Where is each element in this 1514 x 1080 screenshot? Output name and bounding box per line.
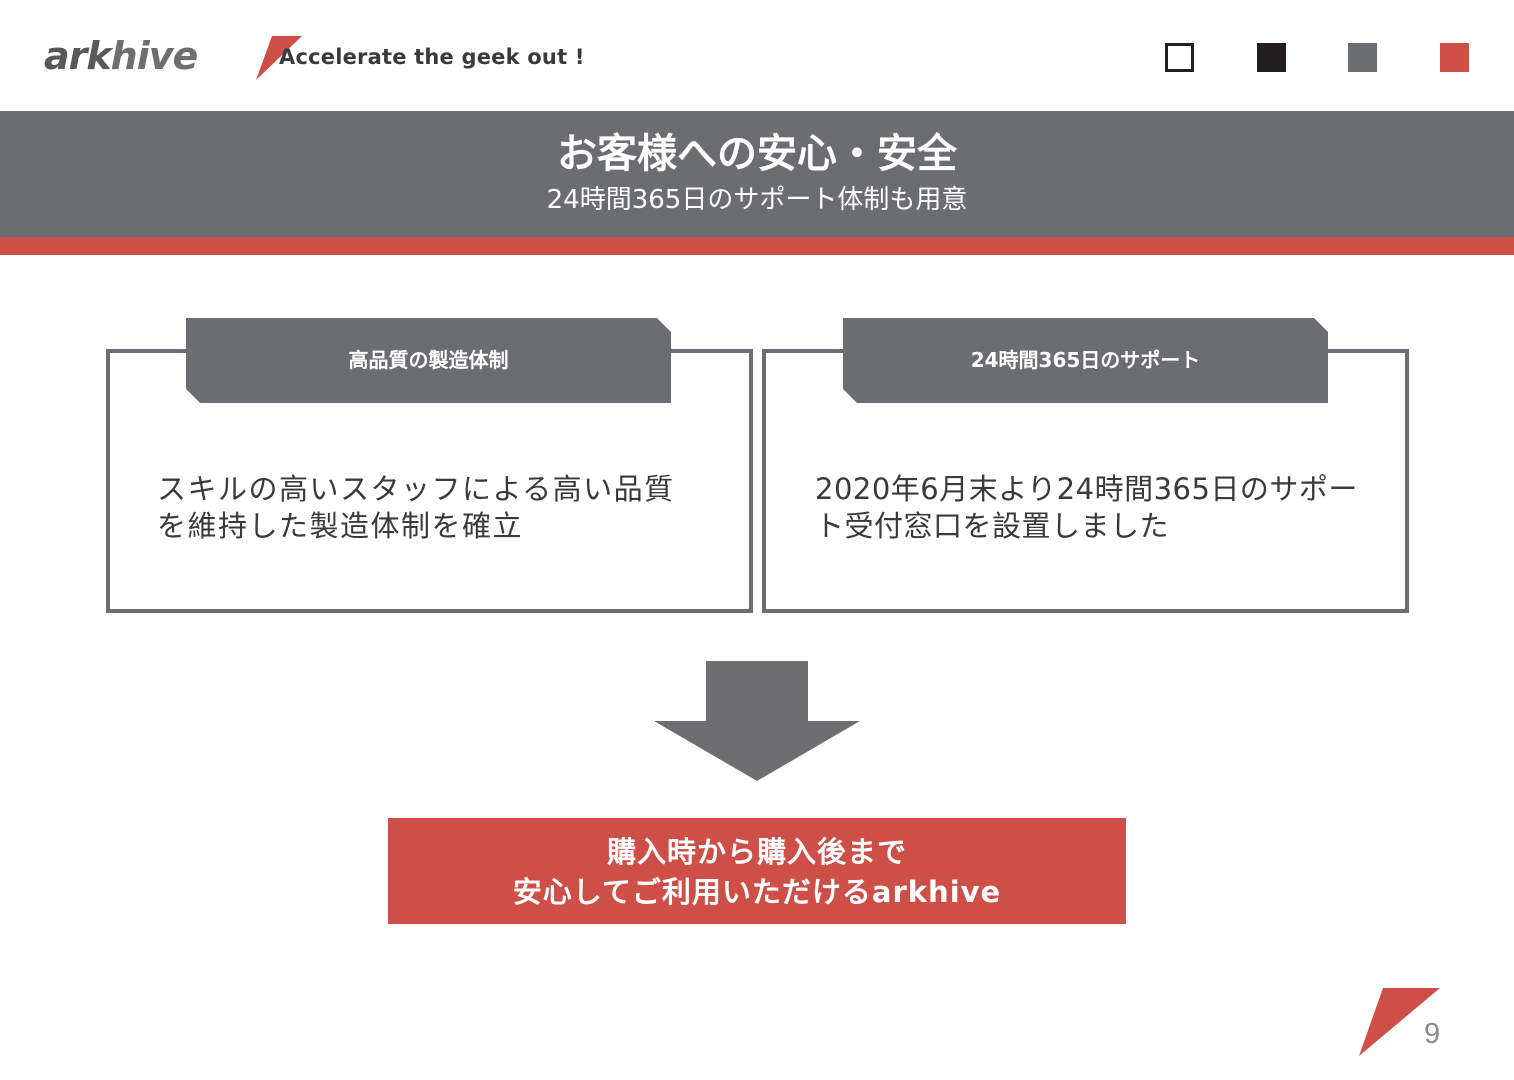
conclusion-line2: 安心してご利用いただけるarkhive <box>512 875 1002 909</box>
down-arrow-icon <box>654 661 860 781</box>
card-support-body: 2020年6月末より24時間365日のサポー ト受付窓口を設置しました <box>815 471 1358 545</box>
swatch-white <box>1165 43 1194 72</box>
card-quality-heading-tab: 高品質の製造体制 <box>186 318 671 403</box>
page-number: 9 <box>1424 1018 1441 1050</box>
conclusion-banner: 購入時から購入後まで 安心してご利用いただけるarkhive <box>388 818 1126 924</box>
page-title: お客様への安心・安全 <box>557 131 957 177</box>
red-flag-icon <box>256 36 302 80</box>
conclusion-line1: 購入時から購入後まで <box>606 835 907 869</box>
card-support-line2: ト受付窓口を設置しました <box>815 509 1170 543</box>
card-quality-line2: を維持した製造体制を確立 <box>157 509 524 543</box>
card-support-heading: 24時間365日のサポート <box>970 348 1201 372</box>
logo-wordmark: arkhive <box>44 34 199 78</box>
logo-hive: hive <box>110 34 199 78</box>
card-quality-heading: 高品質の製造体制 <box>348 348 509 372</box>
accent-band <box>0 237 1514 255</box>
card-quality-line1: スキルの高いスタッフによる高い品質 <box>157 472 675 506</box>
card-quality-body: スキルの高いスタッフによる高い品質 を維持した製造体制を確立 <box>157 471 675 545</box>
logo-ark: ark <box>44 34 112 78</box>
tagline: Accelerate the geek out ! <box>279 45 585 69</box>
page-subtitle: 24時間365日のサポート体制も用意 <box>546 185 968 215</box>
title-band: お客様への安心・安全 24時間365日のサポート体制も用意 <box>0 111 1514 237</box>
logo: arkhive <box>44 32 302 80</box>
red-flag-icon <box>1359 988 1440 1056</box>
swatch-gray <box>1348 43 1377 72</box>
card-support-line1: 2020年6月末より24時間365日のサポー <box>815 472 1358 506</box>
swatch-red <box>1440 43 1469 72</box>
card-support-heading-tab: 24時間365日のサポート <box>843 318 1328 403</box>
swatch-black <box>1257 43 1286 72</box>
